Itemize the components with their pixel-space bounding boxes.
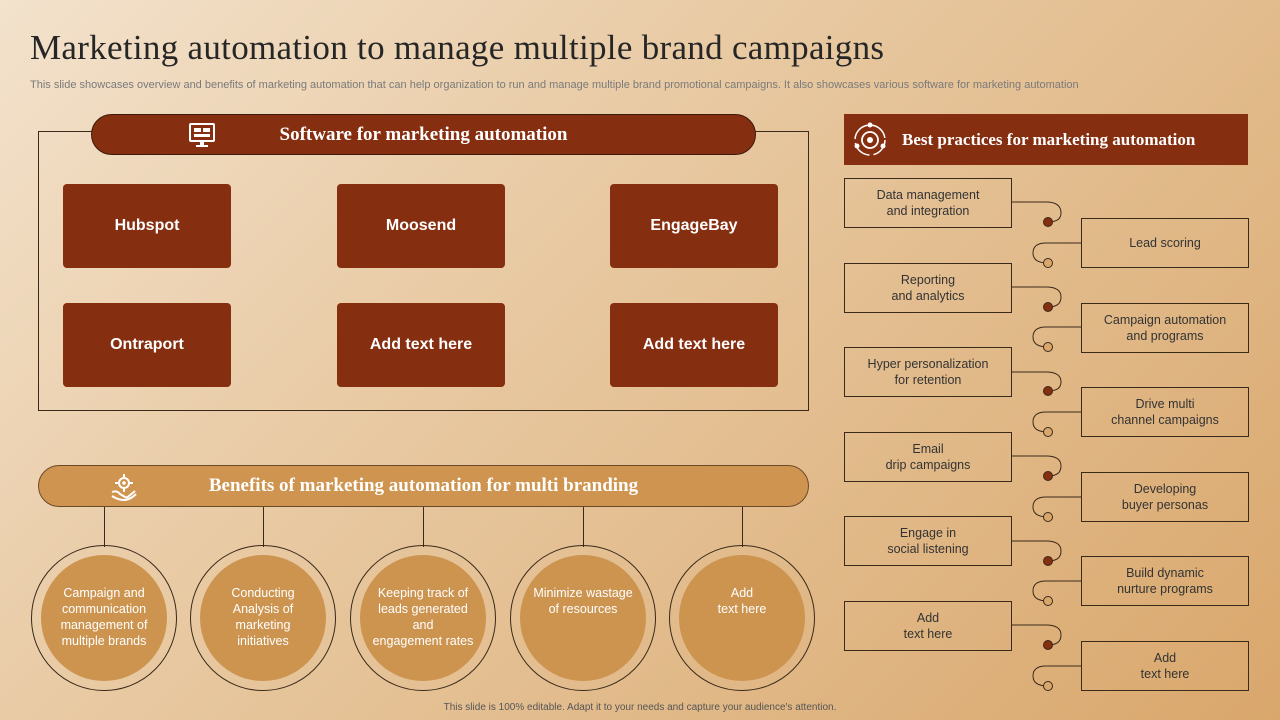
connector-line [583,507,584,547]
software-header: Software for marketing automation [91,114,756,155]
benefits-heading: Benefits of marketing automation for mul… [208,475,639,496]
practice-box: Add text here [1081,641,1249,691]
benefit-circle: Minimize wastage of resources [510,545,656,691]
footer-note: This slide is 100% editable. Adapt it to… [443,702,837,713]
practice-box: Build dynamic nurture programs [1081,556,1249,606]
benefit-circle: Conducting Analysis of marketing initiat… [190,545,336,691]
practice-box: Data management and integration [844,178,1012,228]
timeline-dot [1043,512,1053,522]
software-heading: Software for marketing automation [279,123,568,145]
practice-box: Developing buyer personas [1081,472,1249,522]
practice-box: Campaign automation and programs [1081,303,1249,353]
software-item-ontraport: Ontraport [63,303,231,387]
benefit-text: Add text here [717,586,767,616]
timeline-dot [1043,556,1053,566]
timeline-dot [1043,640,1053,650]
software-monitor-icon [189,123,215,147]
best-practices-header: Best practices for marketing automation [844,114,1248,165]
practice-box: Hyper personalization for retention [844,347,1012,397]
software-item-hubspot: Hubspot [63,184,231,268]
benefit-text: Conducting Analysis of marketing initiat… [231,586,295,648]
timeline-dot [1043,596,1053,606]
timeline-dot [1043,258,1053,268]
practice-box: Add text here [844,601,1012,651]
timeline-dot [1043,471,1053,481]
software-item-placeholder-1: Add text here [337,303,505,387]
practice-box: Lead scoring [1081,218,1249,268]
timeline-dot [1043,217,1053,227]
timeline-dot [1043,681,1053,691]
software-item-engagebay: EngageBay [610,184,778,268]
practice-box: Engage in social listening [844,516,1012,566]
benefits-header: Benefits of marketing automation for mul… [38,465,809,507]
timeline-dot [1043,386,1053,396]
connector-line [423,507,424,547]
practice-box: Reporting and analytics [844,263,1012,313]
hand-gear-icon [111,474,137,502]
benefit-circle: Add text here [669,545,815,691]
page-subtitle: This slide showcases overview and benefi… [30,79,1079,91]
connector-line [263,507,264,547]
benefit-text: Minimize wastage of resources [533,586,633,616]
connector-line [104,507,105,547]
benefit-text: Keeping track of leads generated and eng… [372,586,474,648]
benefit-circle: Campaign and communication management of… [31,545,177,691]
practice-box: Drive multi channel campaigns [1081,387,1249,437]
practice-box: Email drip campaigns [844,432,1012,482]
software-item-placeholder-2: Add text here [610,303,778,387]
connector-line [742,507,743,547]
software-item-moosend: Moosend [337,184,505,268]
timeline-dot [1043,427,1053,437]
benefit-text: Campaign and communication management of… [60,586,148,648]
best-practices-heading: Best practices for marketing automation [902,129,1196,149]
page-title: Marketing automation to manage multiple … [30,28,885,67]
timeline-dot [1043,302,1053,312]
timeline-dot [1043,342,1053,352]
benefit-circle: Keeping track of leads generated and eng… [350,545,496,691]
settings-cycle-icon [854,122,886,156]
